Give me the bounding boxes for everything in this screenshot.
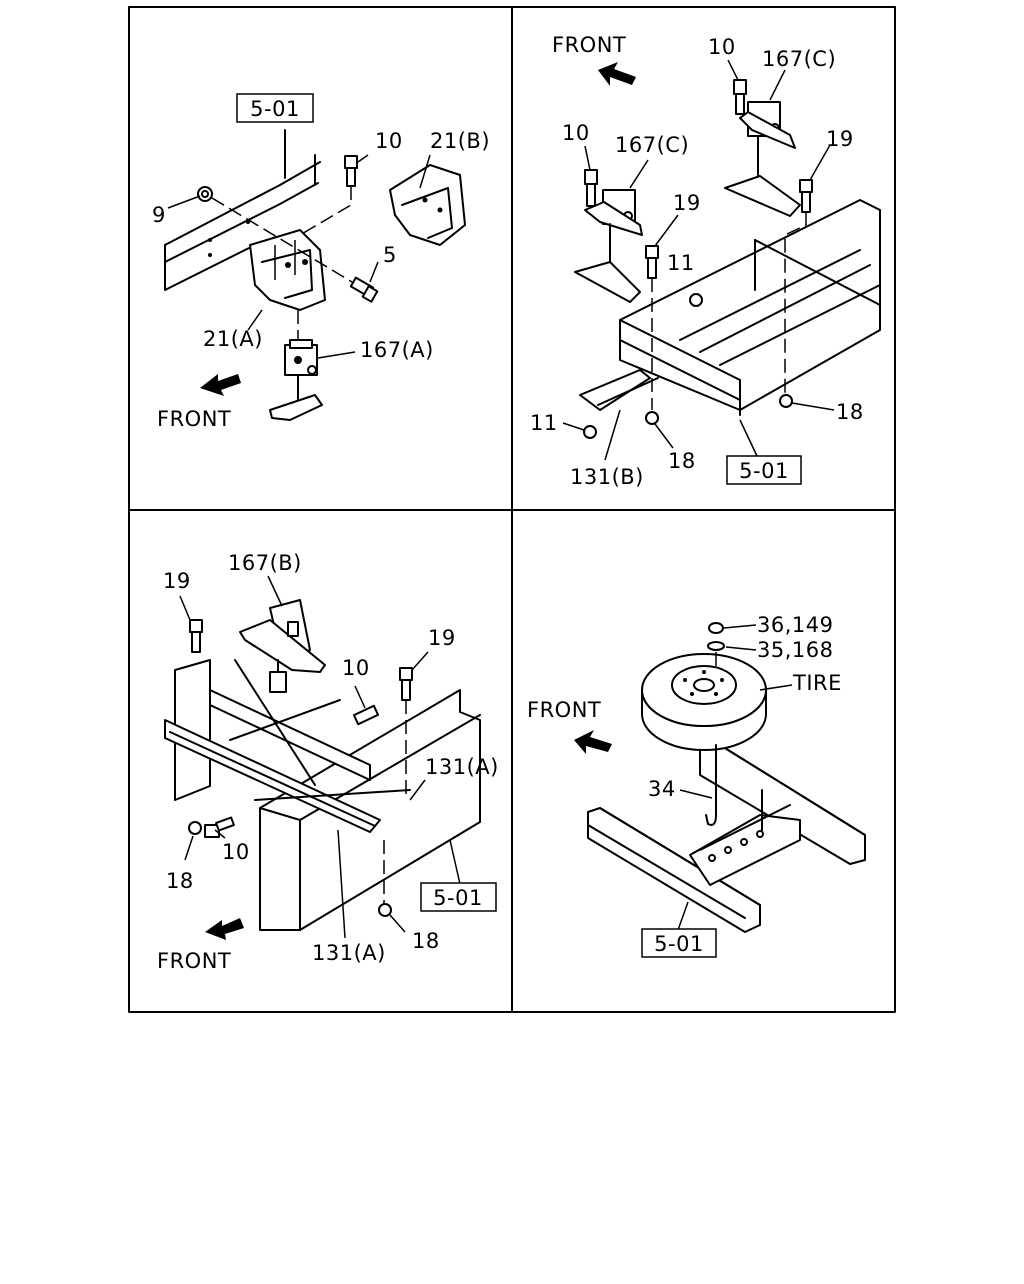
frame-rail xyxy=(164,659,481,931)
part-label: 18 xyxy=(412,929,440,953)
part-label: 36,149 xyxy=(757,613,833,637)
front-arrow-icon xyxy=(200,374,241,396)
part-label: 10 xyxy=(342,656,370,680)
part-label: 131(B) xyxy=(570,465,644,489)
nuts xyxy=(583,293,793,439)
ref-box-label: 5-01 xyxy=(250,97,300,121)
part-label: 9 xyxy=(152,203,166,227)
ref-box: 5-01 xyxy=(641,928,717,958)
part-label: 11 xyxy=(530,411,558,435)
part-label: 167(C) xyxy=(762,47,836,71)
part-label: 10 xyxy=(562,121,590,145)
part-label: 167(B) xyxy=(228,551,302,575)
bracket-21a xyxy=(249,229,326,311)
nuts xyxy=(188,821,392,917)
front-label: FRONT xyxy=(157,949,231,973)
part-label: 18 xyxy=(836,400,864,424)
bolts xyxy=(189,619,413,905)
part-label: 35,168 xyxy=(757,638,833,662)
part-label: 10 xyxy=(708,35,736,59)
leader-lines xyxy=(562,59,835,461)
diagram-frame xyxy=(128,6,896,1013)
part-label: 5 xyxy=(383,243,397,267)
bracket-167b xyxy=(234,599,326,786)
part-label: 19 xyxy=(673,191,701,215)
fasteners xyxy=(705,622,725,826)
part-label: 21(B) xyxy=(430,129,490,153)
panel-bottom-right: 5-01 36,149 35,168 TIRE 34 FRONT xyxy=(527,613,866,958)
mount-167a xyxy=(269,310,323,421)
panel-top-right: 5-01 10 167(C) 10 167(C) 19 19 11 11 18 … xyxy=(530,33,881,489)
ref-box-label: 5-01 xyxy=(433,886,483,910)
part-label: 10 xyxy=(222,840,250,864)
part-label: 18 xyxy=(668,449,696,473)
part-label: 18 xyxy=(166,869,194,893)
nut-9 xyxy=(197,186,353,283)
leader-lines xyxy=(677,624,793,931)
leader-lines xyxy=(167,154,431,359)
bolt-10 xyxy=(299,155,358,236)
ref-box: 5-01 xyxy=(726,455,802,485)
front-label: FRONT xyxy=(157,407,231,431)
part-label: 19 xyxy=(826,127,854,151)
leader-lines xyxy=(179,575,461,939)
ref-box-label: 5-01 xyxy=(654,932,704,956)
panel-top-left: 5-01 10 21(B) 9 5 21(A) 167(A) FRONT xyxy=(152,93,490,431)
part-label: 19 xyxy=(428,626,456,650)
frame-rail xyxy=(587,744,866,933)
part-label: TIRE xyxy=(792,671,842,695)
ref-box: 5-01 xyxy=(420,882,497,912)
panel-bottom-left: 5-01 167(B) 19 19 10 131(A) 10 18 131(A)… xyxy=(157,551,499,973)
part-label: 11 xyxy=(667,251,695,275)
ref-box: 5-01 xyxy=(236,93,314,123)
frame-rail xyxy=(579,199,881,416)
front-label: FRONT xyxy=(552,33,626,57)
mount-167c-upper xyxy=(724,79,801,217)
tire-icon xyxy=(641,653,767,751)
part-label: 10 xyxy=(375,129,403,153)
front-arrow-icon xyxy=(205,918,244,940)
ref-box-label: 5-01 xyxy=(739,459,789,483)
bolt-19 xyxy=(645,179,813,410)
part-label: 21(A) xyxy=(203,327,263,351)
part-label: 34 xyxy=(648,777,676,801)
part-label: 19 xyxy=(163,569,191,593)
front-label: FRONT xyxy=(527,698,601,722)
front-arrow-icon xyxy=(598,62,636,86)
bracket-21b xyxy=(389,164,466,246)
part-label: 131(A) xyxy=(312,941,386,965)
mount-167c-lower xyxy=(574,169,643,303)
part-label: 167(A) xyxy=(360,338,434,362)
bolt-5 xyxy=(349,276,379,303)
part-label: 167(C) xyxy=(615,133,689,157)
front-arrow-icon xyxy=(574,730,612,754)
part-label: 131(A) xyxy=(425,755,499,779)
